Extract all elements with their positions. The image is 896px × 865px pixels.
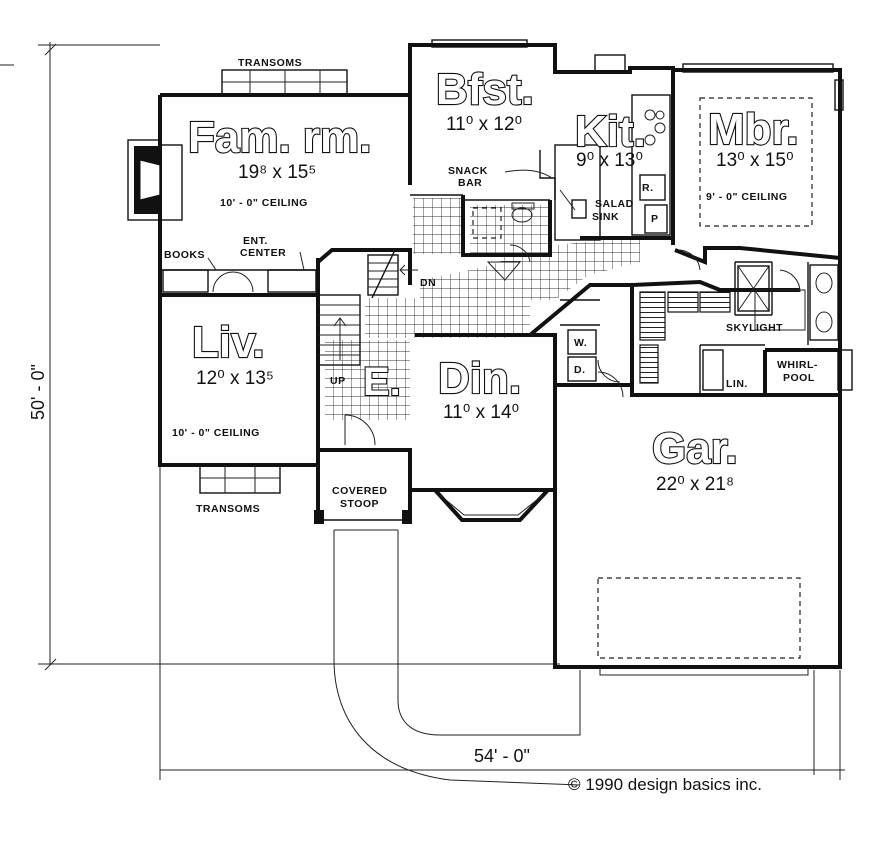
covered-label: COVERED	[332, 485, 387, 497]
closets	[639, 291, 731, 384]
cabinets	[162, 94, 839, 391]
fam-rm-name: Fam. rm.	[188, 113, 371, 162]
fam-rm-size: 19⁸ x 15⁵	[238, 162, 316, 183]
up-label: UP	[330, 375, 346, 387]
liv-ceiling: 10' - 0" CEILING	[172, 427, 260, 439]
mbr-name: Mbr.	[708, 105, 798, 154]
mbr-size: 13⁰ x 15⁰	[716, 150, 794, 171]
down-label: DN	[420, 277, 436, 289]
din-name: Din.	[438, 354, 521, 403]
books-label: BOOKS	[164, 249, 205, 261]
entry-name: E.	[363, 360, 401, 404]
salad-label: SALAD	[595, 198, 634, 210]
dimension-lines	[0, 42, 845, 780]
liv-name: Liv.	[192, 318, 265, 367]
copyright-text: © 1990 design basics inc.	[568, 775, 762, 794]
mbr-ceiling-outline	[699, 97, 813, 227]
kit-name: Kit.	[575, 107, 646, 156]
depth-dimension: 50' - 0"	[28, 364, 48, 420]
sink-label: SINK	[592, 211, 619, 223]
covered-stoop	[314, 510, 809, 786]
kit-size: 9⁰ x 13⁰	[576, 150, 643, 171]
transoms-bottom-label: TRANSOMS	[196, 503, 260, 515]
washer-label: W.	[574, 337, 587, 349]
dryer-label: D.	[574, 364, 586, 376]
skylight-label: SKYLIGHT	[726, 322, 783, 334]
refrigerator-label: R.	[642, 182, 654, 194]
windows	[199, 39, 853, 522]
tile-floors	[325, 198, 640, 420]
gar-name: Gar.	[652, 424, 738, 473]
width-dimension: 54' - 0"	[474, 746, 530, 766]
stoop-label: STOOP	[340, 498, 379, 510]
stairs	[317, 249, 522, 366]
gar-size: 22⁰ x 21⁸	[656, 474, 734, 495]
transoms-top-label: TRANSOMS	[238, 57, 302, 69]
pool-label: POOL	[783, 372, 815, 384]
bar-label: BAR	[458, 177, 482, 189]
linen-label: LIN.	[726, 378, 748, 390]
doors	[344, 189, 801, 446]
ent-label: ENT.	[243, 235, 268, 247]
din-size: 11⁰ x 14⁰	[443, 402, 519, 423]
center-label: CENTER	[240, 247, 286, 259]
mbr-ceiling: 9' - 0" CEILING	[706, 191, 788, 203]
fam-rm-ceiling: 10' - 0" CEILING	[220, 197, 308, 209]
bfst-size: 11⁰ x 12⁰	[446, 114, 522, 135]
annotations: TRANSOMS TRANSOMS SNACK BAR SALAD SINK R…	[164, 57, 818, 515]
whirl-label: WHIRL-	[777, 359, 818, 371]
fireplace	[127, 139, 183, 221]
room-labels: Fam. rm. 19⁸ x 15⁵ 10' - 0" CEILING Bfst…	[172, 64, 800, 495]
bfst-name: Bfst.	[436, 65, 534, 114]
snack-label: SNACK	[448, 165, 488, 177]
garage-door-outline	[597, 577, 801, 659]
pantry-label: P	[651, 213, 659, 225]
liv-size: 12⁰ x 13⁵	[196, 368, 274, 389]
